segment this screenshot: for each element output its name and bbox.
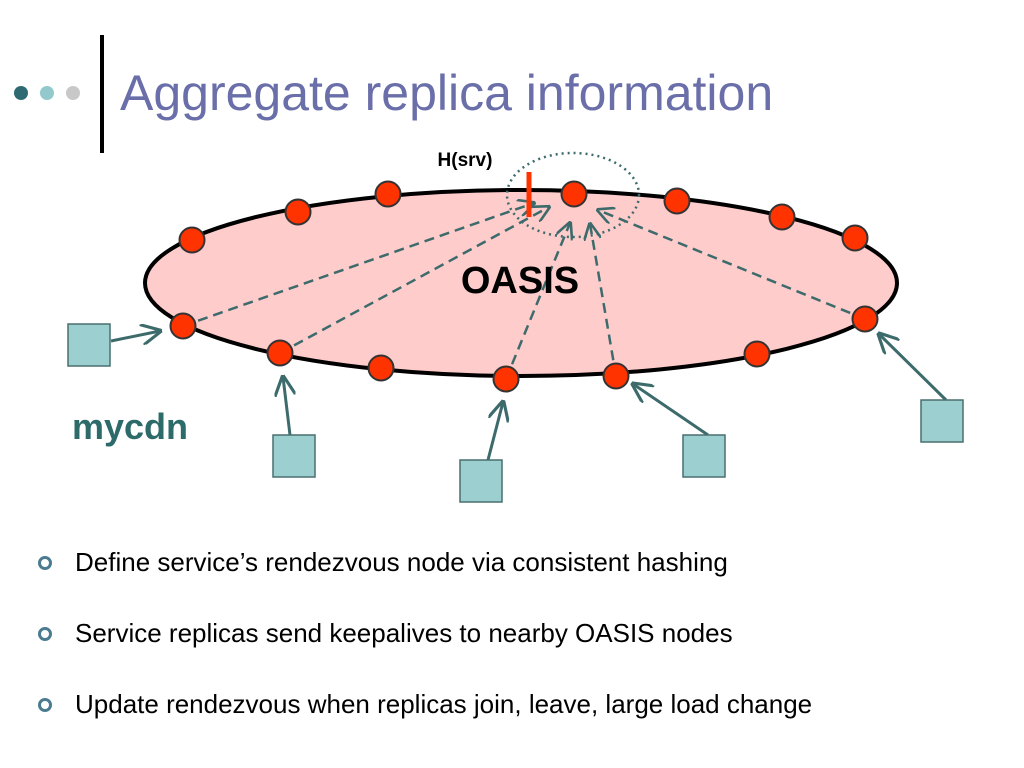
keepalive-link [590,224,618,377]
replica-arrow [486,402,503,461]
title-dot [66,86,80,100]
keepalive-links [182,203,866,380]
replica-server [67,323,111,367]
replica-server [920,399,964,443]
oasis-node [374,180,402,208]
bullet-text: Define service’s rendezvous node via con… [75,547,728,577]
keepalive-link [279,207,549,355]
title-dot [14,86,28,100]
replica-arrows [110,331,948,461]
oasis-diagram: H(srv) OASIS mycdn [67,150,964,503]
oasis-node [492,365,520,393]
oasis-node [169,312,197,340]
title-divider [100,35,104,153]
oasis-ring [143,188,899,378]
oasis-node [663,187,691,215]
oasis-node [284,198,312,226]
keepalive-link [504,223,570,380]
title-dot [40,86,54,100]
bullet-text: Update rendezvous when replicas join, le… [75,689,813,719]
bullet-icon [38,556,52,570]
bullet-icon [38,627,52,641]
oasis-node [851,305,879,333]
title-decoration-dots [14,86,94,102]
bullet-icon [38,698,52,712]
mycdn-label: mycdn [72,406,188,447]
keepalive-link [182,203,534,328]
replica-server [682,434,726,478]
replica-server [272,434,316,478]
oasis-node [841,224,869,252]
replica-arrow [633,384,709,437]
oasis-node [178,226,206,254]
replica-server [459,459,503,503]
replica-arrow [879,334,948,402]
slide-title: Aggregate replica information [120,65,774,121]
bullet-list: Define service’s rendezvous node via con… [38,544,812,757]
service-replicas [67,323,964,503]
bullet-item: Update rendezvous when replicas join, le… [38,686,812,757]
oasis-node [768,203,796,231]
oasis-label: OASIS [461,260,579,302]
keepalive-link [598,210,866,321]
bullet-item: Define service’s rendezvous node via con… [38,544,812,615]
replica-arrow [110,331,160,341]
oasis-node [743,340,771,368]
ring-nodes [169,180,879,393]
hash-label: H(srv) [438,150,493,171]
oasis-node [602,362,630,390]
replica-arrow [283,377,290,436]
bullet-item: Service replicas send keepalives to near… [38,615,812,686]
bullet-text: Service replicas send keepalives to near… [75,618,733,648]
oasis-node [266,339,294,367]
oasis-node [367,354,395,382]
oasis-node [560,180,588,208]
